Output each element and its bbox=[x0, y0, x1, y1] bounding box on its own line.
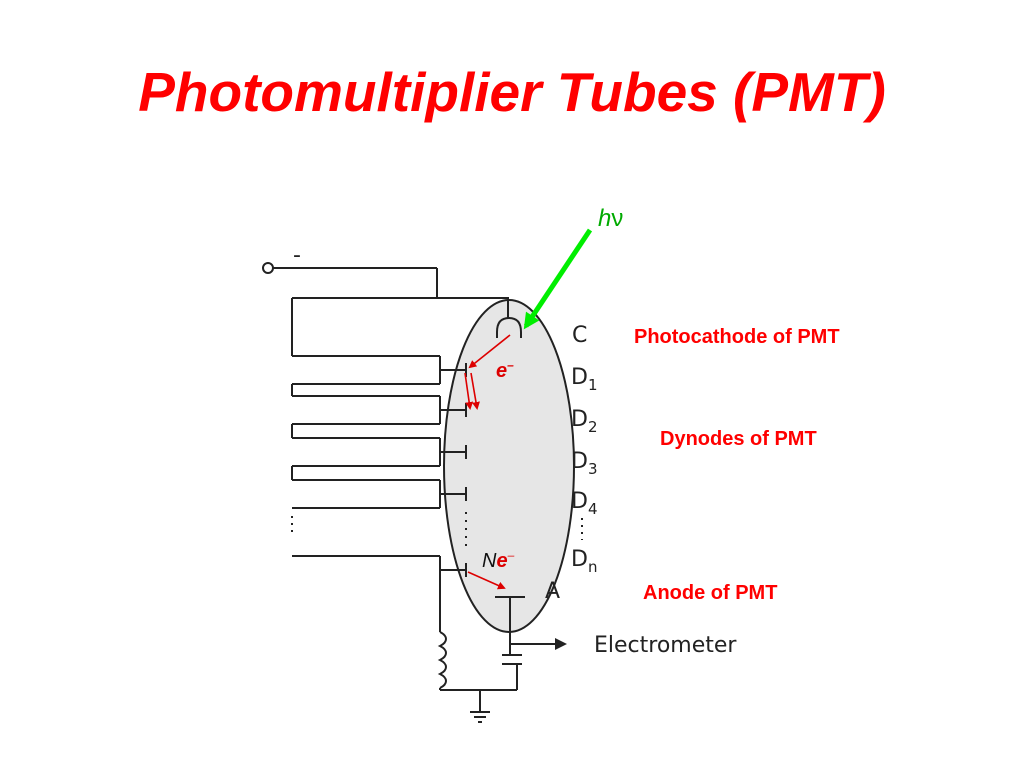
electron-path bbox=[464, 334, 511, 590]
photocathode-electrode bbox=[496, 316, 522, 338]
dynode-n-letter: Dn bbox=[571, 547, 597, 576]
minus-terminal-label: - bbox=[293, 243, 301, 268]
electrodes bbox=[440, 316, 567, 690]
anode-label: Anode of PMT bbox=[643, 582, 778, 604]
dynode-3-letter: D3 bbox=[571, 449, 598, 478]
cathode-letter: C bbox=[572, 323, 587, 348]
photocathode-label: Photocathode of PMT bbox=[634, 326, 840, 348]
electrometer-label: Electrometer bbox=[594, 633, 737, 658]
dynode-2-letter: D2 bbox=[571, 407, 598, 436]
photon-arrow bbox=[523, 228, 593, 330]
voltage-divider-wiring bbox=[262, 262, 517, 723]
supply-terminal bbox=[262, 262, 274, 274]
multiplied-electron-label: Ne– bbox=[482, 548, 515, 572]
dynodes-label: Dynodes of PMT bbox=[660, 428, 817, 450]
dynode-1-letter: D1 bbox=[571, 365, 598, 394]
anode-letter: A bbox=[545, 579, 560, 604]
photon-label: hν bbox=[598, 205, 623, 232]
dynode-4-letter: D4 bbox=[571, 489, 598, 518]
slide-title: Photomultiplier Tubes (PMT) bbox=[138, 61, 886, 123]
electron-label: e– bbox=[496, 358, 514, 382]
